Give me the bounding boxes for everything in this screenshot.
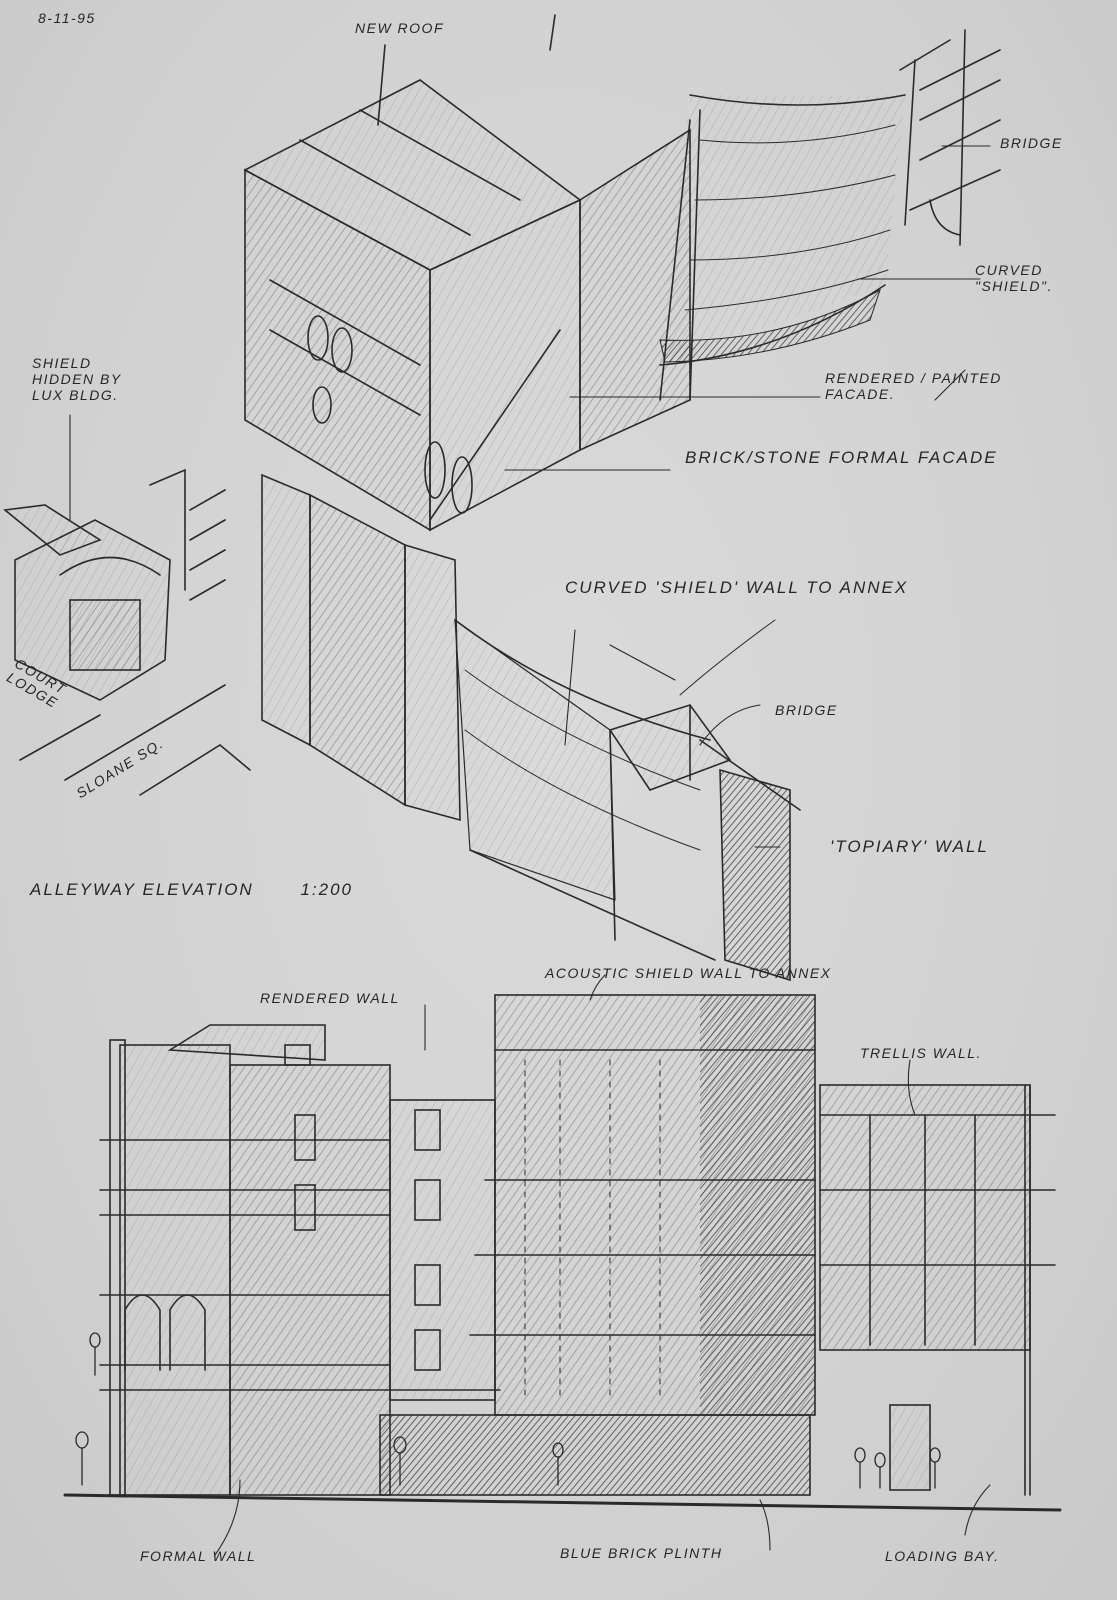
label-trellis-wall: Trellis Wall. xyxy=(860,1045,982,1061)
leader-lines-mid xyxy=(564,629,781,848)
site-plan xyxy=(3,469,251,796)
leader-lines-top xyxy=(69,145,991,521)
label-shield-hidden: Shield hidden by Lux Bldg. xyxy=(32,355,122,404)
iso-building-top xyxy=(243,14,1001,532)
iso-building-mid xyxy=(261,473,801,982)
leader-lines-elevation xyxy=(214,974,991,1556)
elevation-title-text: Alleyway Elevation xyxy=(30,880,254,899)
label-loading-bay: Loading Bay. xyxy=(885,1548,1000,1564)
label-new-roof: New Roof xyxy=(355,20,444,36)
elevation-title: Alleyway Elevation 1:200 xyxy=(30,880,353,900)
sheet-date: 8-11-95 xyxy=(38,10,96,26)
label-brick-stone-facade: Brick/Stone Formal Facade xyxy=(685,448,998,467)
label-bridge-top: Bridge xyxy=(1000,135,1063,151)
elevation-scale: 1:200 xyxy=(300,880,353,899)
label-bridge-mid: Bridge xyxy=(775,702,838,718)
elevation-drawing xyxy=(63,994,1062,1512)
label-rendered-painted-facade: Rendered / Painted Facade. xyxy=(825,370,1002,403)
label-curved-shield: Curved "Shield". xyxy=(975,262,1053,295)
label-formal-wall: Formal Wall xyxy=(140,1548,257,1564)
label-blue-brick-plinth: Blue Brick Plinth xyxy=(560,1545,723,1561)
label-rendered-wall: Rendered Wall xyxy=(260,990,400,1006)
label-topiary-wall: 'Topiary' Wall xyxy=(830,837,989,856)
label-acoustic-shield: Acoustic Shield Wall to Annex xyxy=(545,965,832,981)
label-curved-shield-wall: Curved 'Shield' Wall to Annex xyxy=(565,578,909,597)
